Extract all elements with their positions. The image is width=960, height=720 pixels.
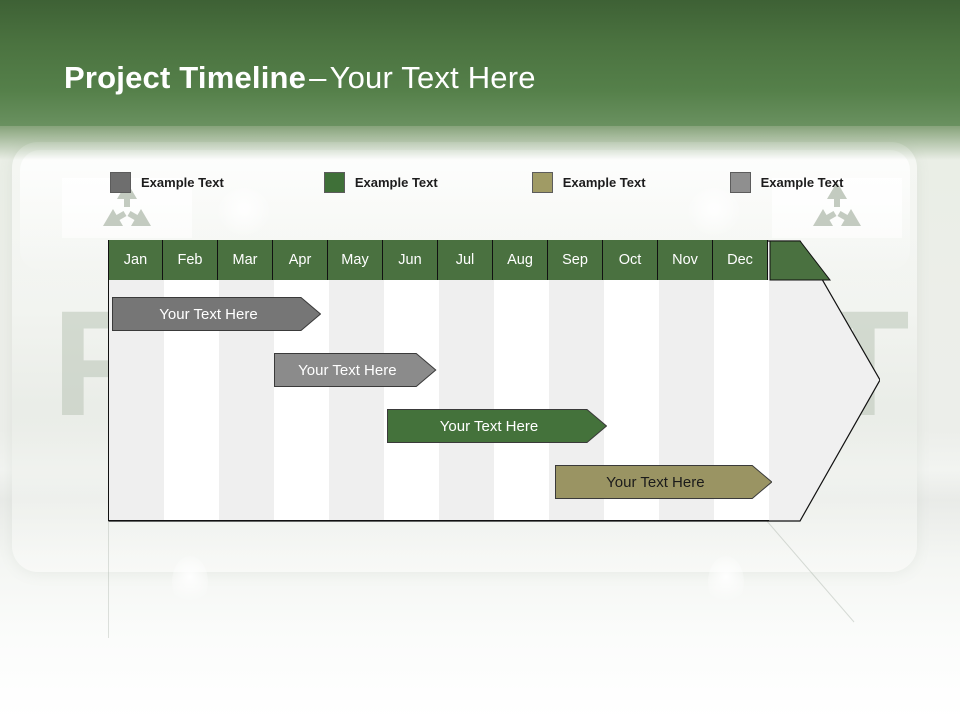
month-column-jun xyxy=(384,280,439,520)
legend-swatch-icon xyxy=(323,171,345,193)
timeline-bar-shape xyxy=(387,409,607,443)
legend-item-label: Example Text xyxy=(141,174,224,190)
reflection-diagonal xyxy=(766,520,855,623)
timeline-bar-label: Your Text Here xyxy=(298,361,397,379)
month-header-jun[interactable]: Jun xyxy=(383,240,438,280)
legend-item-label: Example Text xyxy=(562,174,646,190)
title-banner-fade xyxy=(0,126,960,160)
timeline-bar[interactable]: Your Text Here xyxy=(387,409,607,443)
page-title-dash: – xyxy=(309,60,327,95)
month-column-aug xyxy=(494,280,549,520)
timeline-bar-shape xyxy=(554,465,772,499)
timeline-bar-label: Your Text Here xyxy=(439,417,539,435)
legend-item[interactable]: Example Text xyxy=(110,171,224,193)
background-highlight-blob xyxy=(218,188,270,240)
timeline-bar[interactable]: Your Text Here xyxy=(112,297,321,331)
month-header-jan[interactable]: Jan xyxy=(108,240,163,280)
recycle-icon xyxy=(103,182,151,226)
legend-item[interactable]: Example Text xyxy=(729,171,844,193)
background-highlight-blob xyxy=(172,556,208,608)
page-title: Project Timeline–Your Text Here xyxy=(64,60,536,96)
legend-item-label: Example Text xyxy=(354,174,438,190)
month-header-dec[interactable]: Dec xyxy=(713,240,768,280)
chart-legend: Example Text Example Text Example Text Exam… xyxy=(110,170,843,194)
month-header-oct[interactable]: Oct xyxy=(603,240,658,280)
recycle-watermark-right xyxy=(772,178,902,238)
legend-swatch-icon xyxy=(531,171,553,193)
legend-swatch-icon xyxy=(110,171,131,193)
month-header-feb[interactable]: Feb xyxy=(163,240,218,280)
legend-item[interactable]: Example Text xyxy=(323,171,438,193)
legend-item[interactable]: Example Text xyxy=(531,171,646,193)
month-header-aug[interactable]: Aug xyxy=(493,240,548,280)
timeline-bar-shape xyxy=(274,353,437,387)
timeline-bar-shape xyxy=(112,297,321,331)
month-header-sep[interactable]: Sep xyxy=(548,240,603,280)
timeline-bar[interactable]: Your Text Here xyxy=(554,465,772,499)
recycle-icon xyxy=(813,182,861,226)
month-column-jul xyxy=(439,280,494,520)
month-header-mar[interactable]: Mar xyxy=(218,240,273,280)
page-title-bold: Project Timeline xyxy=(64,60,307,95)
timeline-bar-label: Your Text Here xyxy=(606,473,705,491)
page-title-rest: Your Text Here xyxy=(329,60,536,95)
month-column-may xyxy=(329,280,384,520)
legend-item-label: Example Text xyxy=(760,174,844,190)
title-banner xyxy=(0,0,960,126)
timeline-bar[interactable]: Your Text Here xyxy=(274,353,437,387)
legend-swatch-icon xyxy=(729,171,751,193)
month-header-nov[interactable]: Nov xyxy=(658,240,713,280)
timeline-bar-label: Your Text Here xyxy=(159,305,258,323)
reflection-line xyxy=(108,522,109,638)
month-header-apr[interactable]: Apr xyxy=(273,240,328,280)
month-header-may[interactable]: May xyxy=(328,240,383,280)
month-header-jul[interactable]: Jul xyxy=(438,240,493,280)
background-highlight-blob xyxy=(688,188,740,240)
background-highlight-blob xyxy=(708,556,744,608)
